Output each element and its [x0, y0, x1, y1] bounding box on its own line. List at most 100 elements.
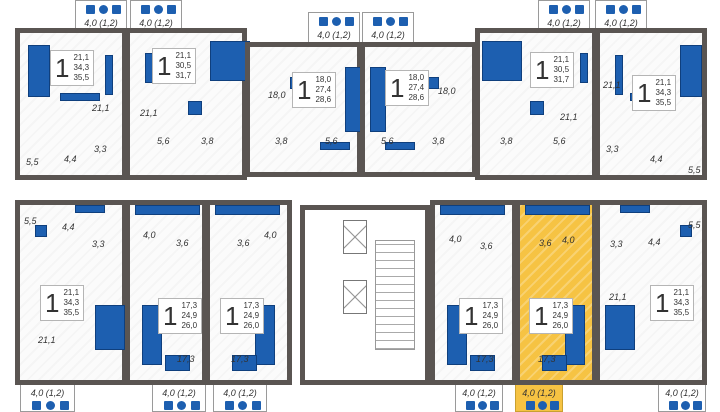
total-area: 34,3 — [673, 298, 690, 307]
total-area-with-balcony: 26,0 — [482, 321, 499, 330]
apartment-a5[interactable] — [475, 28, 597, 180]
room-area-label: 5,5 — [26, 157, 39, 167]
total-area: 24,9 — [552, 311, 569, 320]
living-area: 18,0 — [408, 73, 425, 82]
furniture-icon — [530, 101, 544, 115]
total-area-with-balcony: 31,7 — [553, 75, 570, 84]
apartment-b2[interactable] — [125, 200, 207, 385]
apartment-a4[interactable] — [360, 42, 477, 177]
total-area-with-balcony: 28,6 — [408, 93, 425, 102]
total-area: 27,4 — [315, 85, 332, 94]
total-area-with-balcony: 26,0 — [243, 321, 260, 330]
total-area-with-balcony: 35,5 — [73, 73, 90, 82]
chair-icon — [680, 401, 690, 410]
total-area: 30,5 — [553, 65, 570, 74]
chair-icon — [619, 5, 629, 14]
room-area-label: 4,4 — [64, 154, 77, 164]
chair-icon — [386, 17, 396, 26]
furniture-icon — [28, 45, 50, 97]
balcony[interactable]: 4,0 (1,2) — [130, 0, 182, 30]
total-area: 34,3 — [73, 63, 90, 72]
furniture-icon — [215, 205, 280, 215]
furniture-icon — [605, 305, 635, 350]
living-area: 21,1 — [655, 78, 672, 87]
room-area-label: 5,6 — [325, 136, 338, 146]
room-area-label: 5,5 — [688, 165, 701, 175]
apartment-a3[interactable] — [245, 42, 362, 177]
furniture-icon — [210, 41, 250, 81]
room-count: 1 — [163, 301, 178, 331]
furniture-icon — [232, 355, 257, 371]
balcony-area-label: 4,0 (1,2) — [139, 18, 173, 28]
furniture-icon — [385, 142, 415, 150]
total-area: 24,9 — [482, 311, 499, 320]
apartment-b3[interactable] — [205, 200, 292, 385]
balcony-area-label: 4,0 (1,2) — [162, 388, 196, 398]
room-area-label: 3,8 — [201, 136, 214, 146]
living-area: 17,3 — [181, 301, 198, 310]
room-area-label: 4,0 — [449, 234, 462, 244]
balcony[interactable]: 4,0 (1,2) — [308, 12, 360, 44]
furniture-icon — [525, 205, 590, 215]
living-area: 17,3 — [552, 301, 569, 310]
room-count: 1 — [55, 53, 70, 83]
total-area-with-balcony: 26,0 — [552, 321, 569, 330]
apartment-b5[interactable] — [515, 200, 597, 385]
apartment-b4[interactable] — [430, 200, 517, 385]
balcony-area-label: 4,0 (1,2) — [665, 388, 699, 398]
balcony-area-label: 4,0 (1,2) — [317, 30, 351, 40]
chair-icon — [99, 5, 109, 14]
balcony[interactable]: 4,0 (1,2) — [362, 12, 414, 44]
balcony[interactable]: 4,0 (1,2) — [538, 0, 590, 30]
total-area: 34,3 — [655, 88, 672, 97]
room-area-label: 4,0 — [562, 235, 575, 245]
room-area-label: 5,6 — [381, 136, 394, 146]
balcony-furniture-icon — [59, 401, 69, 410]
room-area-label: 5,6 — [157, 136, 170, 146]
room-area-label: 21,1 — [38, 335, 56, 345]
balcony-furniture-icon — [32, 401, 41, 410]
total-area-with-balcony: 26,0 — [181, 321, 198, 330]
room-area-label: 18,0 — [268, 90, 286, 100]
balcony-furniture-icon — [399, 17, 409, 26]
room-count: 1 — [157, 51, 172, 81]
room-count: 1 — [655, 288, 670, 318]
furniture-icon — [188, 101, 202, 115]
balcony-area-label: 4,0 (1,2) — [84, 18, 118, 28]
balcony-furniture-icon — [373, 17, 383, 26]
balcony-area-label: 4,0 (1,2) — [604, 18, 638, 28]
living-area: 21,1 — [553, 55, 570, 64]
chair-icon — [537, 401, 547, 410]
room-area-label: 21,1 — [92, 103, 110, 113]
room-area-label: 17,3 — [177, 354, 195, 364]
balcony[interactable]: 4,0 (1,2) — [595, 0, 647, 30]
staircase — [375, 240, 415, 350]
room-area-label: 21,1 — [609, 292, 627, 302]
balcony-furniture-icon — [112, 5, 122, 14]
total-area: 24,9 — [243, 311, 260, 320]
chair-icon — [177, 401, 187, 410]
balcony-furniture-icon — [668, 401, 678, 410]
furniture-icon — [95, 305, 125, 350]
balcony[interactable]: 4,0 (1,2) — [75, 0, 127, 30]
chair-icon — [562, 5, 572, 14]
balcony-furniture-icon — [86, 5, 96, 14]
